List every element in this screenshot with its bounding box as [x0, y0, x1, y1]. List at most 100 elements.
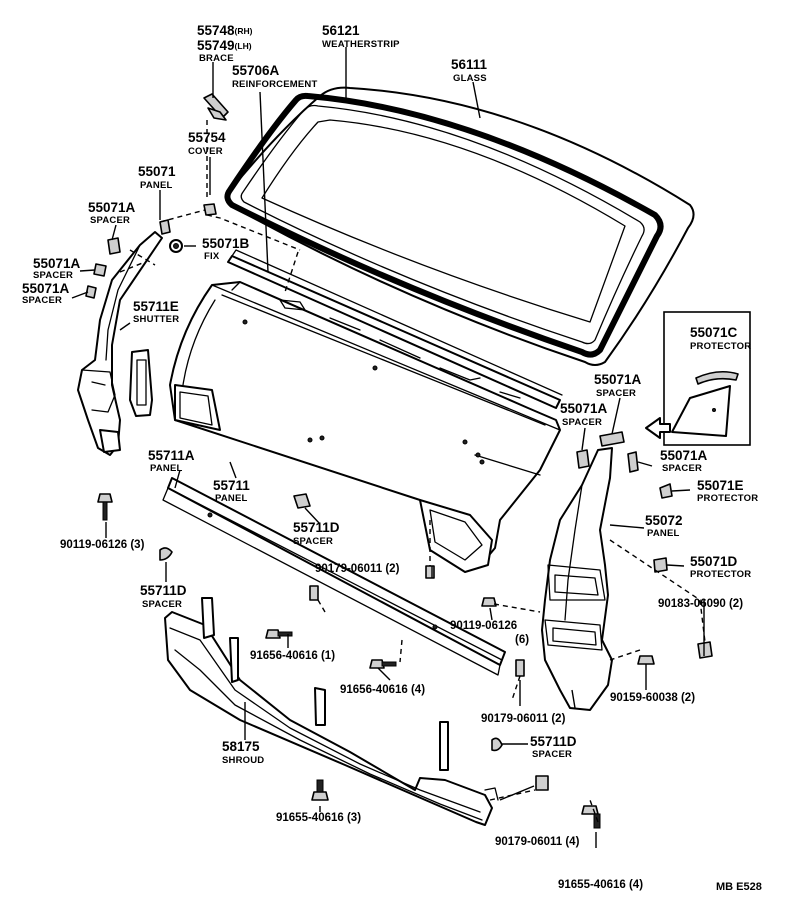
protector-e-part-number: 55071E [697, 478, 744, 493]
brace-part [203, 93, 229, 121]
spacer-a3-part-number: 55071A [22, 281, 70, 296]
fastener-label-f11: 91655-40616 (4) [558, 879, 643, 891]
spacer-d-parts [159, 493, 503, 752]
spacer-a3-name: SPACER [22, 295, 62, 306]
protector-d-name: PROTECTOR [690, 569, 751, 580]
arrow-icon [645, 417, 671, 439]
fastener-labels: 90119-06126 (3) 90179-06011 (2) 90119-06… [60, 539, 743, 891]
callout-panel-55072: 55072 PANEL [645, 513, 683, 539]
fastener-label-f5: 91656-40616 (1) [250, 650, 335, 662]
panel-55071-part-number: 55071 [138, 164, 176, 179]
panel-55071-name: PANEL [140, 180, 173, 191]
callout-panel-55711a: 55711A PANEL [148, 448, 195, 474]
main-panel-part [169, 281, 561, 573]
callout-glass: 56111 GLASS [451, 57, 488, 84]
spacer-a4-name: SPACER [596, 388, 636, 399]
spacer-a6-name: SPACER [662, 463, 702, 474]
fix-name: FIX [204, 251, 220, 262]
panel-55711-part-number: 55711 [213, 478, 250, 493]
glass-name: GLASS [453, 73, 487, 84]
weatherstrip-name: WEATHERSTRIP [322, 39, 400, 50]
fastener-label-f9: 91655-40616 (3) [276, 812, 361, 824]
svg-text:55749(LH): 55749(LH) [197, 38, 252, 53]
callout-spacer-a1: 55071A SPACER [88, 200, 136, 226]
fastener-label-f1: 90119-06126 (3) [60, 539, 145, 551]
protector-c-detail-box [663, 311, 751, 446]
spacer-parts-left [85, 219, 171, 299]
protector-d-part-number: 55071D [690, 554, 738, 569]
callout-spacer-a2: 55071A SPACER [33, 256, 81, 281]
panel-55711a-part-number: 55711A [148, 448, 195, 463]
spacer-d1-part-number: 55711D [293, 520, 340, 535]
shroud-name: SHROUD [222, 755, 264, 766]
svg-text:55748(RH): 55748(RH) [197, 23, 253, 38]
cover-part [203, 203, 217, 216]
shroud-part-number: 58175 [222, 739, 260, 754]
callout-shutter: 55711E SHUTTER [133, 299, 179, 325]
glass-part [226, 86, 695, 366]
callout-spacer-d2: 55711D SPACER [140, 583, 187, 610]
callout-brace: 55748(RH) 55749(LH) BRACE [197, 23, 253, 64]
callout-fix: 55071B FIX [202, 236, 250, 262]
callout-cover: 55754 COVER [188, 130, 226, 157]
spacer-d2-name: SPACER [142, 599, 182, 610]
brace-rh-part-number: 55748 [197, 23, 235, 38]
glass-part-number: 56111 [451, 57, 488, 72]
fastener-label-f6: 91656-40616 (4) [340, 684, 425, 696]
reinforcement-part [227, 249, 563, 409]
fix-part [169, 239, 183, 253]
left-panel-part [77, 231, 163, 456]
callout-panel-55071: 55071 PANEL [138, 164, 176, 191]
spacer-a2-part-number: 55071A [33, 256, 81, 271]
spacer-a6-part-number: 55071A [660, 448, 708, 463]
shutter-name: SHUTTER [133, 314, 179, 325]
spacer-a5-part-number: 55071A [560, 401, 608, 416]
cover-name: COVER [188, 146, 223, 157]
reinforcement-part-number: 55706A [232, 63, 280, 78]
brace-lh-part-number: 55749 [197, 38, 235, 53]
fastener-label-f4: 90183-06090 (2) [658, 598, 743, 610]
brace-lh-side: (LH) [235, 41, 252, 51]
callout-shroud: 58175 SHROUD [222, 739, 264, 766]
cover-part-number: 55754 [188, 130, 226, 145]
lower-panel-part [162, 477, 506, 676]
right-panel-part [541, 447, 613, 711]
callout-panel-55711: 55711 PANEL [213, 478, 250, 504]
callout-spacer-a3: 55071A SPACER [22, 281, 70, 306]
spacer-d3-part-number: 55711D [530, 734, 577, 749]
callout-protector-c: 55071C PROTECTOR [690, 325, 751, 352]
callout-spacer-d3: 55711D SPACER [530, 734, 577, 760]
protector-c-name: PROTECTOR [690, 341, 751, 352]
brace-rh-side: (RH) [235, 26, 253, 36]
fastener-label-f3-qty: (6) [515, 634, 529, 646]
spacer-d2-part-number: 55711D [140, 583, 187, 598]
shutter-part-number: 55711E [133, 299, 179, 314]
panel-55072-part-number: 55072 [645, 513, 683, 528]
reinforcement-name: REINFORCEMENT [232, 79, 317, 90]
callout-spacer-a4: 55071A SPACER [594, 372, 642, 399]
fastener-label-f7: 90179-06011 (2) [481, 713, 566, 725]
fastener-label-f8: 90159-60038 (2) [610, 692, 695, 704]
fastener-label-f2: 90179-06011 (2) [315, 563, 400, 575]
shroud-part [164, 597, 499, 826]
panel-55711-name: PANEL [215, 493, 248, 504]
callout-protector-e: 55071E PROTECTOR [697, 478, 758, 504]
shutter-part [129, 349, 153, 417]
spacer-a1-name: SPACER [90, 215, 130, 226]
spacer-parts-right [576, 431, 713, 659]
brace-name: BRACE [199, 53, 234, 64]
spacer-a1-part-number: 55071A [88, 200, 136, 215]
callout-weatherstrip: 56121 WEATHERSTRIP [322, 23, 400, 50]
bolt-icons [97, 493, 655, 829]
spacer-a5-name: SPACER [562, 417, 602, 428]
leader-lines [71, 47, 705, 848]
fastener-label-f10: 90179-06011 (4) [495, 836, 580, 848]
weatherstrip-part-number: 56121 [322, 23, 360, 38]
callout-protector-d: 55071D PROTECTOR [690, 554, 751, 580]
panel-55711a-name: PANEL [150, 463, 183, 474]
spacer-a4-part-number: 55071A [594, 372, 642, 387]
protector-c-part-number: 55071C [690, 325, 738, 340]
callout-spacer-d1: 55711D SPACER [293, 520, 340, 547]
spacer-d3-name: SPACER [532, 749, 572, 760]
